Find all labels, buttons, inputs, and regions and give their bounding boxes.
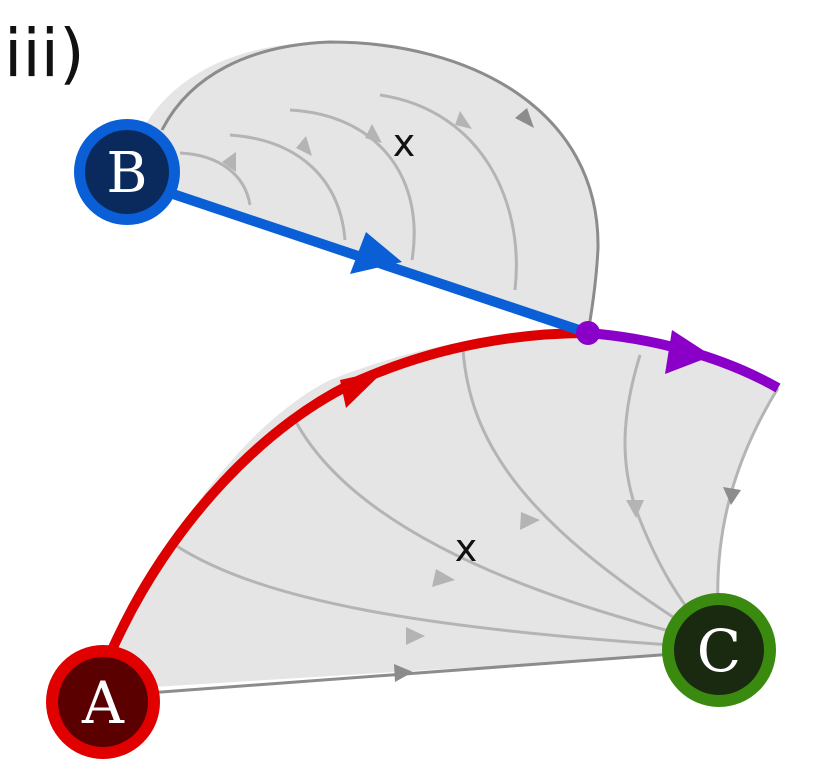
path-saddle-arrowhead: [665, 330, 712, 374]
lower-basin-region: [105, 332, 778, 690]
lower-x-marker: x: [455, 526, 478, 570]
upper-x-marker: x: [393, 121, 416, 165]
right-boundary-arrow: [723, 487, 741, 505]
flow-arrow: [296, 136, 312, 156]
node-a: A: [46, 645, 160, 759]
lower-flow-line: [623, 354, 702, 626]
upper-flow-line: [179, 151, 252, 206]
upper-flow-line: [289, 108, 416, 261]
node-c: C: [662, 593, 776, 707]
upper-flow-lines: [179, 93, 518, 291]
lower-flow-line: [461, 349, 691, 630]
upper-boundary-arrow: [515, 108, 534, 128]
lower-flow-line: [716, 387, 780, 606]
upper-boundary: [160, 40, 600, 334]
flow-arrow: [432, 569, 455, 587]
node-b-label: B: [106, 141, 147, 206]
node-c-label: C: [697, 617, 741, 685]
flow-arrow: [520, 512, 540, 530]
saddle-point: [576, 321, 600, 345]
node-b: B: [74, 119, 180, 225]
upper-flow-arrows: [222, 111, 472, 172]
lower-boundary: [147, 650, 701, 695]
upper-flow-line: [229, 133, 347, 241]
path-a-arrowhead: [340, 370, 385, 408]
lower-flow-arrows: [406, 500, 644, 645]
lower-boundary-arrow: [394, 664, 413, 682]
upper-flow-line: [379, 93, 518, 291]
flow-arrow: [406, 627, 425, 645]
lower-flow-lines: [174, 349, 780, 650]
lower-flow-line: [294, 421, 706, 642]
flow-arrow: [455, 111, 472, 129]
flow-arrow: [365, 124, 382, 143]
node-a-label: A: [81, 669, 125, 737]
flow-arrow: [222, 152, 236, 172]
lower-flow-line: [174, 543, 719, 650]
panel-label: iii): [4, 15, 85, 92]
flow-arrow: [626, 500, 644, 518]
upper-basin-region: [125, 42, 599, 333]
path-b-arrowhead: [350, 232, 402, 274]
